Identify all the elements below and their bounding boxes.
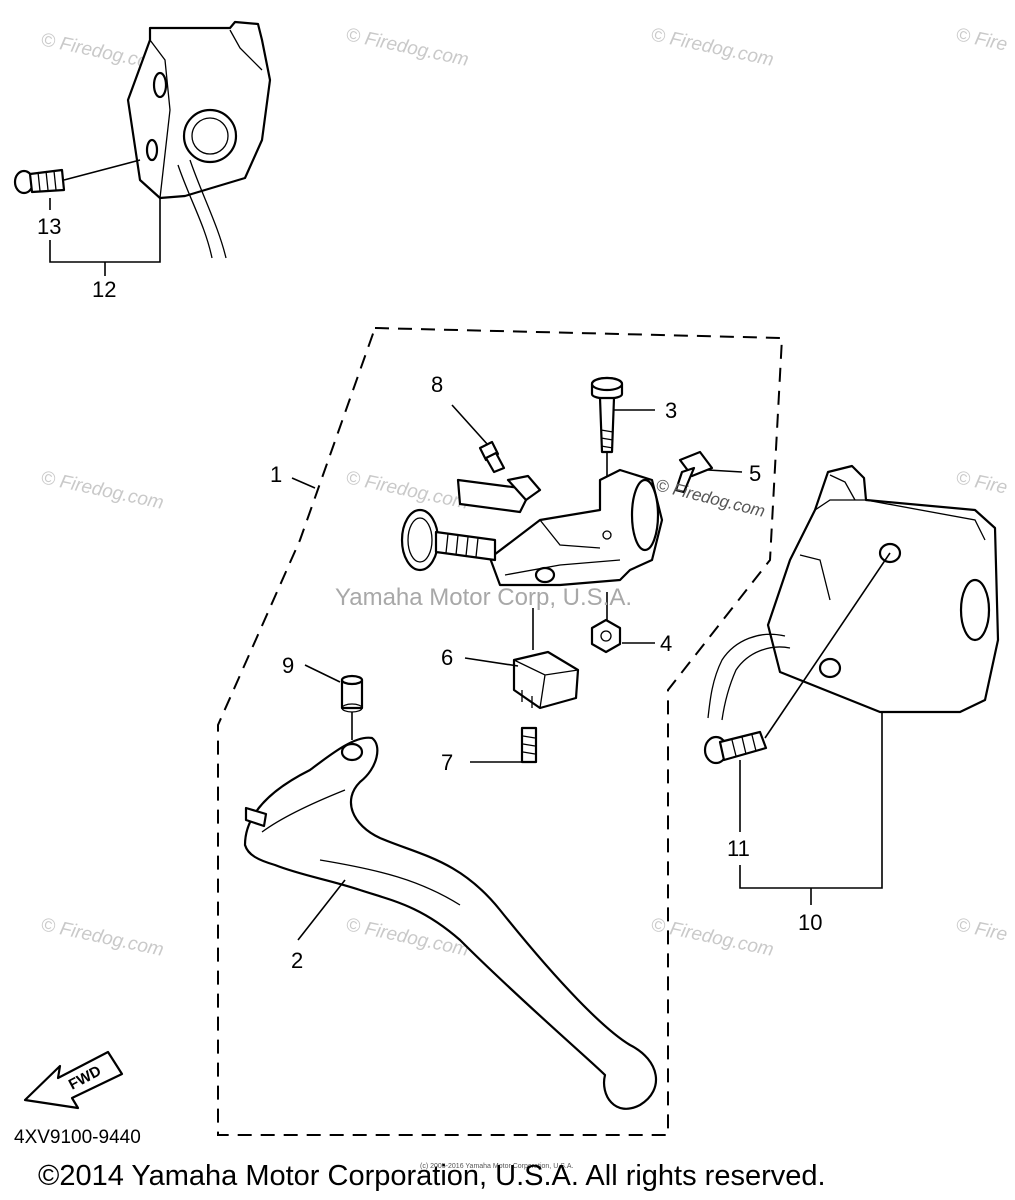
- nut-4: [590, 618, 622, 654]
- callout-1: 1: [270, 462, 282, 487]
- callout-3: 3: [665, 398, 677, 423]
- watermark: © Firedog.com: [344, 467, 471, 514]
- leader-line: [297, 879, 346, 941]
- callout-2: 2: [291, 948, 303, 973]
- watermark: © Firedog.com: [39, 467, 166, 514]
- callout-9: 9: [282, 653, 294, 678]
- leader-bracket: [49, 198, 161, 263]
- callout-10: 10: [798, 910, 822, 935]
- watermark: © Firedog.com: [39, 914, 166, 961]
- watermark: © Fire: [954, 467, 1009, 498]
- callout-13: 13: [37, 214, 61, 239]
- assembly-boundary: [217, 326, 784, 1136]
- leader-line: [451, 404, 489, 446]
- screw-5: [674, 450, 714, 494]
- leader-line: [464, 657, 519, 667]
- callout-12: 12: [92, 277, 116, 302]
- lever-holder-1: [456, 468, 664, 587]
- switch-housing-upper: [126, 20, 272, 259]
- watermark: © Fire: [954, 24, 1009, 55]
- callout-11: 11: [727, 836, 750, 861]
- adjuster-knob: [400, 508, 497, 572]
- brake-switch-6: [512, 650, 580, 710]
- callout-5: 5: [749, 461, 761, 486]
- leader-line: [291, 477, 316, 489]
- switch-housing-right: [707, 464, 1000, 721]
- leader-line: [707, 469, 743, 473]
- callout-labels: 1 2 3 4 5 6 7 8 9 10 11 12 13: [37, 214, 822, 973]
- callout-8: 8: [431, 372, 443, 397]
- bolt-3: [590, 376, 624, 454]
- leader-line: [764, 552, 891, 739]
- copyright-footer: ©2014 Yamaha Motor Corporation, U.S.A. A…: [38, 1160, 826, 1192]
- watermark: © Firedog.com: [649, 24, 776, 71]
- screw-11: [703, 730, 768, 765]
- screw-13: [13, 168, 66, 195]
- diagram-code: 4XV9100-9440: [14, 1127, 141, 1148]
- collar-9: [340, 674, 364, 713]
- watermark: © Firedog.com: [344, 24, 471, 71]
- watermark-center: Yamaha Motor Corp, U.S.A.: [335, 584, 632, 611]
- screw-8: [478, 440, 506, 474]
- brake-lever-2: [243, 736, 658, 1110]
- callout-4: 4: [660, 631, 672, 656]
- watermark: © Fire: [954, 914, 1009, 945]
- leader-line: [304, 664, 341, 683]
- callout-6: 6: [441, 645, 453, 670]
- screw-7: [520, 726, 538, 764]
- tiny-credit: (c) 2005-2016 Yamaha Motor Corporation, …: [420, 1163, 573, 1170]
- forward-arrow-icon: FWD: [23, 1050, 124, 1110]
- callout-7: 7: [441, 750, 453, 775]
- leader-line: [63, 159, 141, 181]
